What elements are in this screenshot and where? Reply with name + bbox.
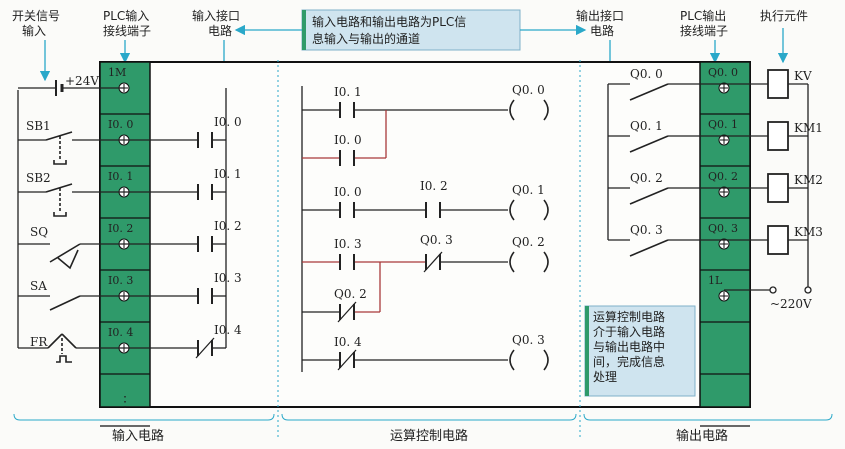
input-contact-label-0: I0. 0	[214, 115, 242, 129]
control-note-text: 运算控制电路 介于输入电路 与输出电路中 间，完成信息 处理	[593, 310, 693, 385]
device-label-sb1: SB1	[26, 119, 51, 133]
section-label-output: 输出电路	[676, 428, 728, 444]
load-label-km1: KM1	[794, 121, 823, 135]
output-contact-label-0: Q0. 0	[630, 67, 663, 81]
plc-input-label-2: 接线端子	[103, 23, 151, 38]
input-terminal-label: I0. 4	[108, 326, 133, 339]
center-note-line-2: 息输入与输出的通道	[312, 31, 420, 46]
device-label-sq: SQ	[30, 225, 48, 239]
input-terminal-label: I0. 0	[108, 118, 133, 131]
output-terminal-label: Q0. 2	[708, 170, 738, 183]
dc-24v-label: +24V	[65, 74, 99, 88]
center-note-accent	[302, 10, 306, 50]
ac-terminals	[769, 286, 812, 294]
output-iface-label-1: 输出接口	[576, 8, 624, 23]
control-note-line-1: 运算控制电路	[593, 310, 666, 324]
output-contact-label-3: Q0. 3	[630, 223, 663, 237]
load-label-km3: KM3	[794, 225, 823, 239]
plc-output-label-1: PLC输出	[680, 8, 726, 23]
ladder-contacts	[337, 102, 443, 371]
input-device-symbols	[45, 131, 81, 363]
control-note-line-3: 与输出电路中	[593, 340, 666, 354]
input-iface-label-2: 电路	[208, 23, 232, 38]
device-label-sa: SA	[30, 279, 47, 293]
output-terminal-label: 1L	[708, 274, 723, 287]
output-terminal-label: Q0. 3	[708, 222, 738, 235]
ladder-label-r1-coil: Q0. 0	[512, 83, 545, 97]
control-note-accent	[585, 306, 589, 396]
input-terminal-label: 1M	[108, 66, 126, 79]
ladder-label-r1-contact: I0. 1	[334, 85, 362, 99]
load-coils	[767, 69, 789, 255]
input-contact-label-1: I0. 1	[214, 167, 242, 181]
section-label-control: 运算控制电路	[390, 428, 468, 444]
section-label-input: 输入电路	[112, 428, 164, 444]
center-note-box	[301, 9, 521, 51]
control-note-line-4: 间，完成信息	[593, 355, 666, 369]
input-contact-label-3: I0. 3	[214, 271, 242, 285]
actuator-label: 执行元件	[760, 9, 808, 23]
ladder-label-r2-coil: Q0. 1	[512, 183, 545, 197]
output-terminal-strip	[699, 61, 751, 408]
device-label-fr: FR	[30, 335, 48, 349]
ac-220v-label: ~220V	[770, 297, 812, 311]
input-terminal-label: I0. 3	[108, 274, 133, 287]
output-terminals: Q0. 0 Q0. 1 Q0. 2 Q0. 3 1L	[700, 66, 750, 427]
output-terminal-label: Q0. 1	[708, 118, 738, 131]
input-terminal-ellipsis: ⋮	[118, 394, 132, 410]
section-braces	[13, 60, 833, 438]
switch-signal-label-1: 开关信号	[12, 9, 60, 23]
ladder-wiring	[301, 86, 508, 372]
control-note-line-2: 介于输入电路	[593, 325, 666, 339]
device-label-sb2: SB2	[26, 171, 51, 185]
input-terminal-label: I0. 2	[108, 222, 133, 235]
output-terminal-label: Q0. 0	[708, 66, 738, 79]
input-contact-label-4: I0. 4	[214, 323, 242, 337]
switch-signal-label-2: 输入	[22, 23, 46, 38]
input-interface-contacts	[195, 132, 215, 359]
input-terminal-label: I0. 1	[108, 170, 133, 183]
load-label-kv: KV	[794, 69, 812, 83]
input-contact-label-2: I0. 2	[214, 219, 242, 233]
output-iface-label-2: 电路	[590, 23, 614, 38]
control-note-box	[584, 305, 696, 397]
load-label-km2: KM2	[794, 173, 823, 187]
plc-output-label-2: 接线端子	[680, 23, 728, 38]
ladder-label-r3-c1: I0. 3	[334, 237, 362, 251]
output-contact-label-2: Q0. 2	[630, 171, 663, 185]
input-interface-wiring	[124, 88, 227, 349]
ladder-label-r3b-contact: Q0. 2	[334, 287, 367, 301]
output-contacts-symbols	[629, 83, 669, 257]
output-contact-label-1: Q0. 1	[630, 119, 663, 133]
ladder-label-r2-c2: I0. 2	[420, 179, 448, 193]
control-note-line-5: 处理	[593, 370, 618, 384]
ladder-label-r4-contact: I0. 4	[334, 335, 362, 349]
center-note-line-1: 输入电路和输出电路为PLC信	[312, 14, 466, 29]
input-wiring	[17, 80, 124, 349]
ladder-label-r4-coil: Q0. 3	[512, 333, 545, 347]
plc-input-label-1: PLC输入	[103, 8, 149, 23]
ladder-coils	[509, 99, 549, 371]
output-wiring	[607, 83, 809, 291]
ladder-label-r3-coil: Q0. 2	[512, 235, 545, 249]
ladder-label-r2-c1: I0. 0	[334, 185, 362, 199]
input-iface-label-1: 输入接口	[192, 8, 240, 23]
ladder-label-r3-c2: Q0. 3	[420, 233, 453, 247]
ladder-label-r1b-contact: I0. 0	[334, 133, 362, 147]
